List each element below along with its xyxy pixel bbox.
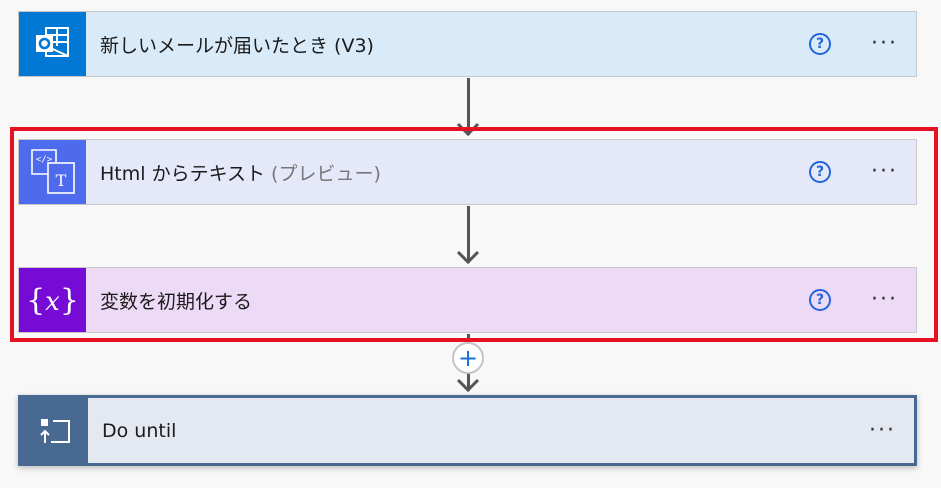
help-icon[interactable]: ? bbox=[809, 161, 832, 183]
more-options-button[interactable]: ··· bbox=[869, 417, 896, 443]
connector-line bbox=[467, 206, 470, 263]
outlook-icon bbox=[19, 12, 86, 76]
step-card-do-until[interactable]: Do until ··· bbox=[18, 395, 917, 466]
step-card-new-email[interactable]: 新しいメールが届いたとき (V3) ? ··· bbox=[18, 11, 917, 77]
highlight-box bbox=[10, 127, 938, 342]
step-card-html-to-text[interactable]: </>T Html からテキスト (プレビュー) ? ··· bbox=[18, 139, 917, 205]
more-options-button[interactable]: ··· bbox=[871, 159, 898, 184]
step-title: 新しいメールが届いたとき (V3) bbox=[100, 34, 374, 57]
help-icon[interactable]: ? bbox=[809, 33, 832, 55]
svg-text:T: T bbox=[55, 171, 66, 190]
arrow-icon bbox=[456, 378, 480, 392]
loop-icon bbox=[21, 398, 88, 463]
more-options-button[interactable]: ··· bbox=[871, 31, 898, 56]
step-title: 変数を初期化する bbox=[100, 290, 253, 313]
step-card-initialize-variable[interactable]: {x} 変数を初期化する ? ··· bbox=[18, 267, 917, 333]
step-title: Html からテキスト bbox=[100, 162, 265, 185]
html-to-text-icon: </>T bbox=[19, 140, 86, 204]
svg-text:</>: </> bbox=[35, 155, 52, 165]
variable-icon: {x} bbox=[19, 268, 86, 332]
step-title: Do until bbox=[102, 419, 177, 442]
add-step-button[interactable]: + bbox=[452, 342, 484, 374]
preview-label: (プレビュー) bbox=[271, 162, 381, 185]
arrow-icon bbox=[456, 250, 480, 264]
more-options-button[interactable]: ··· bbox=[871, 287, 898, 312]
connector-line bbox=[467, 78, 470, 135]
help-icon[interactable]: ? bbox=[809, 289, 832, 311]
